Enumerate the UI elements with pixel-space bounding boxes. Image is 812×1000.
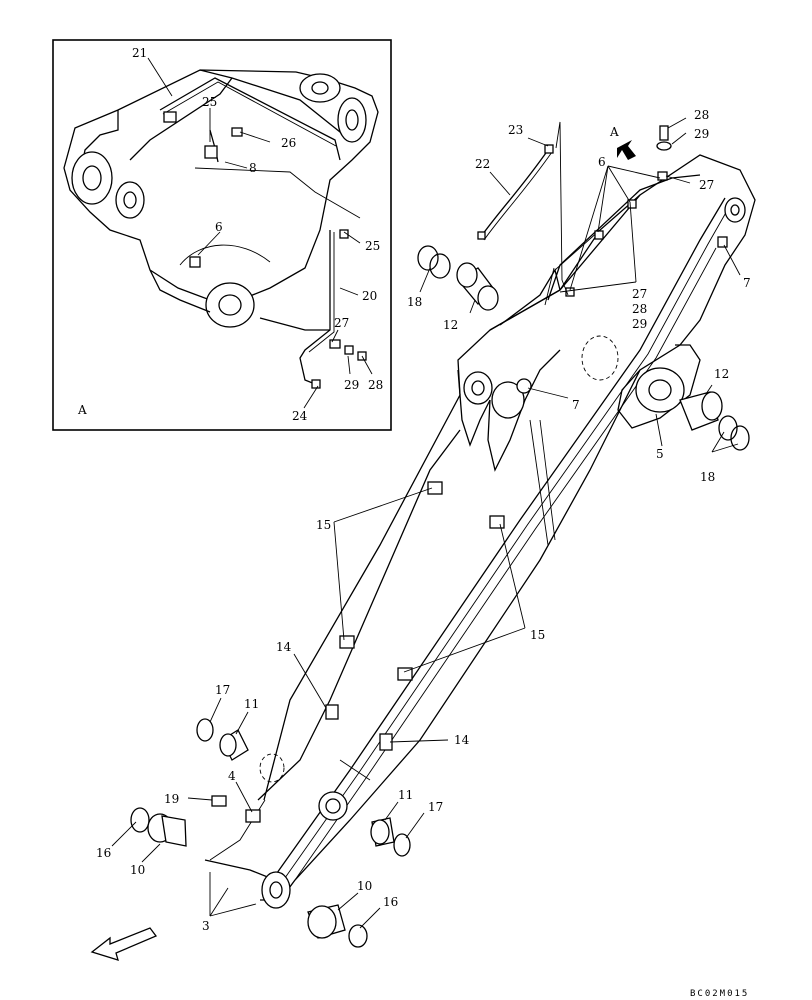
callout-28: 28 <box>632 302 647 316</box>
callout-26: 26 <box>281 136 296 150</box>
clamp-15 <box>339 635 355 649</box>
callout-23: 23 <box>508 123 523 137</box>
callout-21: 21 <box>132 46 147 60</box>
callout-11: 11 <box>244 697 259 711</box>
view-a-arrow: A <box>609 125 636 160</box>
callout-16: 16 <box>96 846 111 860</box>
callout-16: 16 <box>383 895 398 909</box>
boss-5 <box>635 367 685 413</box>
callout-15: 15 <box>316 518 331 532</box>
callout-10: 10 <box>357 879 372 893</box>
callout-25: 25 <box>365 239 380 253</box>
leader-lines <box>111 117 741 929</box>
detail-a-label: A <box>77 403 87 417</box>
callout-17: 17 <box>428 800 443 814</box>
callout-7: 7 <box>743 276 751 290</box>
callout-10: 10 <box>130 863 145 877</box>
callout-20: 20 <box>362 289 377 303</box>
callout-6: 6 <box>598 155 606 169</box>
callout-7: 7 <box>572 398 580 412</box>
callout-14: 14 <box>276 640 292 654</box>
callout-15: 15 <box>530 628 545 642</box>
callout-27: 27 <box>632 287 647 301</box>
clamp-15 <box>489 515 505 529</box>
callout-18: 18 <box>700 470 715 484</box>
callout-6: 6 <box>215 220 223 234</box>
callout-12: 12 <box>714 367 729 381</box>
front-direction-arrow <box>90 927 158 961</box>
callout-14: 14 <box>454 733 470 747</box>
clamp-15 <box>397 667 413 681</box>
callout-18: 18 <box>407 295 422 309</box>
callout-3: 3 <box>202 919 210 933</box>
boom-body <box>204 154 756 909</box>
callout-17: 17 <box>215 683 230 697</box>
callout-11: 11 <box>398 788 413 802</box>
callout-27: 27 <box>699 178 714 192</box>
callout-27: 27 <box>334 316 349 330</box>
callout-28: 28 <box>368 378 383 392</box>
callout-25: 25 <box>202 95 217 109</box>
callout-8: 8 <box>249 161 257 175</box>
callout-24: 24 <box>292 409 308 423</box>
view-a-label: A <box>609 125 619 139</box>
boom-clamps <box>325 481 505 751</box>
pin-7 <box>516 378 532 394</box>
boom-piping <box>477 144 701 306</box>
callout-5: 5 <box>656 447 664 461</box>
clamp-15 <box>427 481 443 495</box>
callout-12: 12 <box>443 318 458 332</box>
clamp-14 <box>325 704 339 720</box>
callout-22: 22 <box>475 157 490 171</box>
callout-29: 29 <box>632 317 647 331</box>
callout-29: 29 <box>694 127 709 141</box>
loose-parts <box>130 125 750 948</box>
callout-29: 29 <box>344 378 359 392</box>
boss-left <box>71 151 113 205</box>
drawing-code: BC02M015 <box>690 989 749 999</box>
callout-19: 19 <box>164 792 179 806</box>
detail-a-inset: 21 25 26 8 6 25 20 27 29 28 24 A <box>52 39 392 431</box>
callout-28: 28 <box>694 108 709 122</box>
main-callouts: 23 22 28 29 6 27 7 27 28 29 18 12 7 12 5… <box>96 108 751 933</box>
grease-fitting-4 <box>245 809 261 823</box>
callout-4: 4 <box>228 769 236 783</box>
